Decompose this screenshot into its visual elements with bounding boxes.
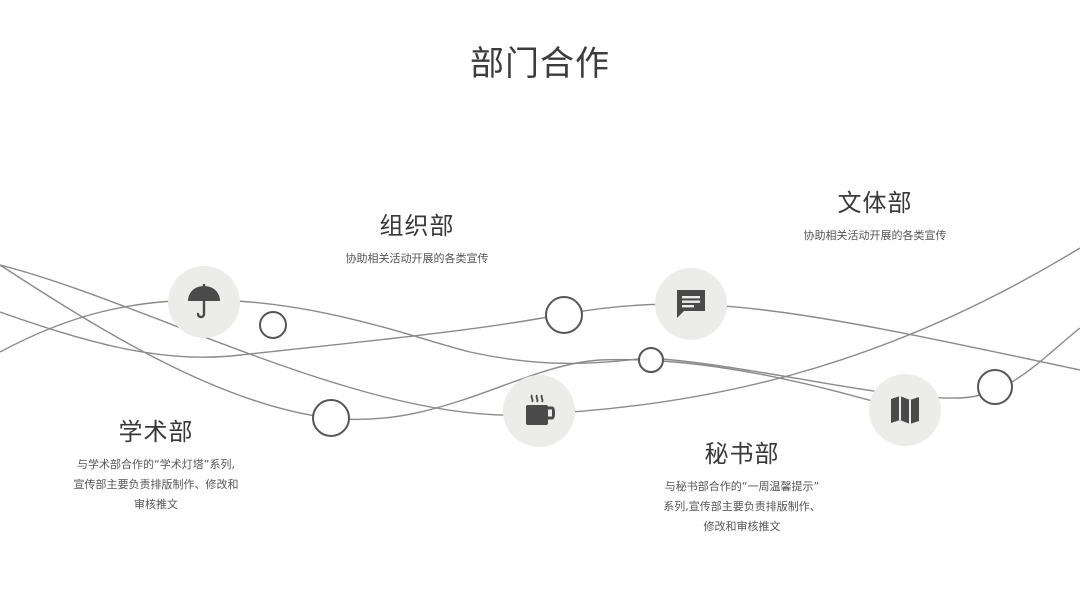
dept-zuzhi: 组织部 协助相关活动开展的各类宣传 — [302, 206, 532, 269]
wave-line-3 — [0, 303, 1080, 371]
dept-name: 组织部 — [379, 212, 455, 240]
dept-desc: 与秘书部合作的“一周温馨提示” 系列,宣传部主要负责排版制作、 修改和审核推文 — [663, 480, 821, 533]
dept-mishu: 秘书部 与秘书部合作的“一周温馨提示” 系列,宣传部主要负责排版制作、 修改和审… — [610, 434, 874, 537]
ring-node — [977, 369, 1013, 405]
dept-desc: 协助相关活动开展的各类宣传 — [803, 229, 947, 242]
ring-node — [638, 347, 664, 373]
map-icon — [869, 374, 941, 446]
dept-wenti: 文体部 协助相关活动开展的各类宣传 — [760, 183, 990, 246]
dept-name: 学术部 — [118, 418, 194, 446]
page-title: 部门合作 — [470, 44, 610, 84]
dept-desc: 协助相关活动开展的各类宣传 — [345, 252, 489, 265]
ring-node — [259, 311, 287, 339]
dept-name: 秘书部 — [704, 440, 780, 468]
chat-bubble-icon — [655, 268, 727, 340]
dept-desc: 与学术部合作的“学术灯塔”系列, 宣传部主要负责排版制作、修改和 审核推文 — [73, 458, 239, 511]
ring-node — [545, 296, 583, 334]
umbrella-icon — [168, 266, 240, 338]
ring-node — [312, 399, 350, 437]
coffee-cup-icon — [503, 375, 575, 447]
dept-xueshu: 学术部 与学术部合作的“学术灯塔”系列, 宣传部主要负责排版制作、修改和 审核推… — [22, 412, 290, 515]
dept-name: 文体部 — [837, 189, 913, 217]
wave-line-6 — [0, 264, 906, 421]
